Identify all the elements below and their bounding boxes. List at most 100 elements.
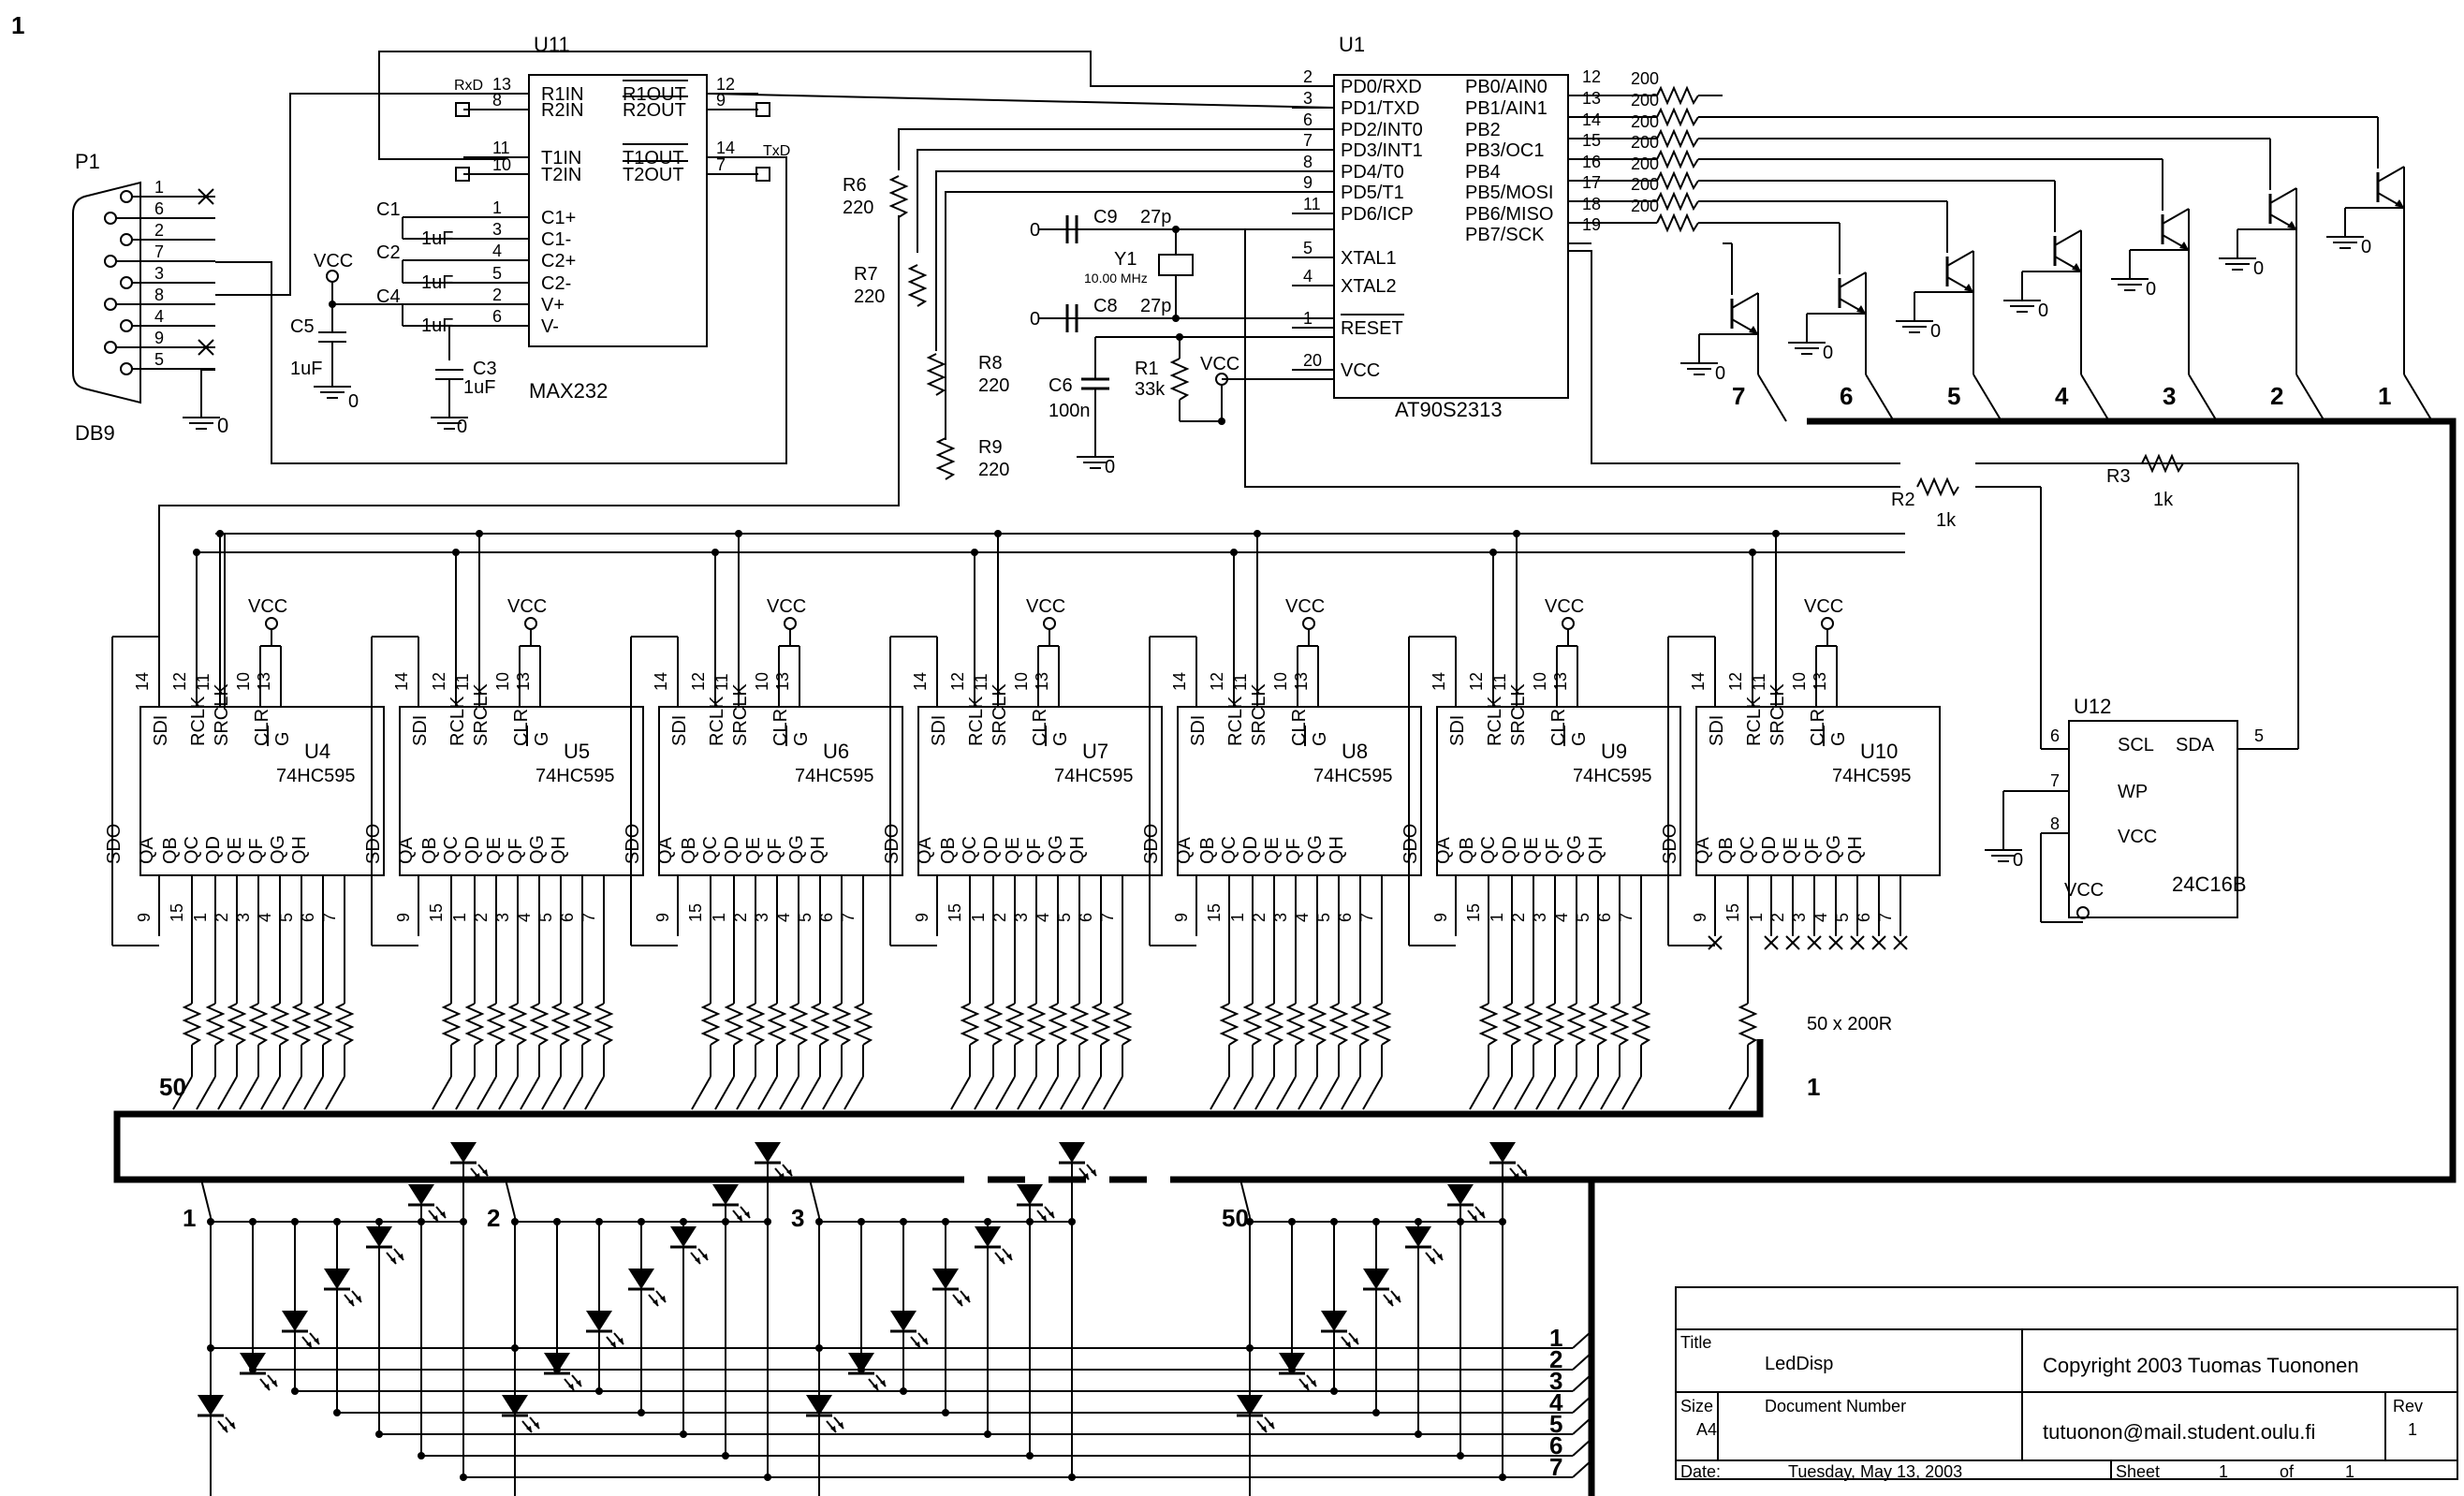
u1-pin-name-1: RESET — [1341, 318, 1403, 339]
u1-pin-6: 6 — [1303, 110, 1313, 129]
sr-vcc-U6: VCC — [767, 596, 806, 617]
sr-pin-name-U4-QA: QA — [137, 836, 157, 864]
u11-pin-14: 14 — [716, 139, 735, 157]
u11-pin-2: 2 — [492, 286, 502, 304]
sr-pin-name-U6-QA: QA — [655, 836, 676, 864]
sr-pin-name-U6-CLR: CLR — [770, 709, 791, 746]
sr-pin-name-U6-QH: QH — [808, 836, 829, 864]
driver-gnd-4: 0 — [2038, 301, 2048, 321]
db9-pin-4 — [120, 319, 133, 332]
u1-pin-name-13: PB1/AIN1 — [1465, 98, 1547, 119]
sr-pin-U5-b2: 2 — [472, 913, 491, 922]
u1-pin-11: 11 — [1303, 195, 1321, 213]
u11-pin-name-2: V+ — [541, 295, 565, 315]
u1-pin-19: 19 — [1582, 215, 1601, 234]
r2-ref: R2 — [1891, 490, 1915, 510]
c6-value: 100n — [1049, 401, 1091, 421]
sr-pin-U4-11: 11 — [194, 673, 213, 691]
u1-res-13: 200 — [1631, 91, 1659, 110]
sr-pin-name-U10-G: G — [1828, 731, 1849, 746]
sr-pin-U8-12: 12 — [1208, 672, 1226, 691]
led-group-label-1: 1 — [183, 1204, 196, 1232]
shift-register-chain: U474HC59514SDI12RCLK11SRCLK10CLR13GVCCSD… — [104, 530, 1941, 1110]
db9-pin-label-6: 6 — [154, 199, 164, 218]
sr-pin-name-U9-SDI: SDI — [1447, 715, 1468, 746]
sr-pin-name-U5-G: G — [532, 731, 552, 746]
sr-ref-U7: U7 — [1082, 740, 1108, 763]
p1-gnd-label: 0 — [217, 414, 228, 437]
sr-pin-U4-b9: 9 — [135, 913, 154, 922]
u1-res-18: 200 — [1631, 197, 1659, 215]
c9-ref: C9 — [1093, 207, 1118, 227]
sr-pin-U9-12: 12 — [1467, 672, 1486, 691]
c9-gnd: 0 — [1030, 220, 1040, 241]
sr-pin-name-U7-QD: QD — [981, 836, 1002, 864]
sr-pin-name-U7-QG: QG — [1046, 835, 1066, 864]
sr-pin-name-U10-QH: QH — [1845, 836, 1866, 864]
sr-pin-name-U10-SDI: SDI — [1707, 715, 1727, 746]
sr-pin-U10-b4: 4 — [1811, 913, 1830, 922]
u1-pin-name-12: PB0/AIN0 — [1465, 77, 1547, 97]
sr-pin-name-U10-SRCLK: SRCLK — [1767, 683, 1788, 746]
sr-pin-U5-13: 13 — [514, 672, 533, 691]
sr-pin-U10-b2: 2 — [1768, 913, 1787, 922]
column-label-2: 2 — [2270, 382, 2283, 410]
sr-pin-name-U10-QG: QG — [1824, 835, 1844, 864]
u12-pin8: 8 — [2050, 814, 2060, 833]
db9-pin-label-2: 2 — [154, 221, 164, 240]
sr-pin-U9-10: 10 — [1531, 672, 1549, 691]
sr-pin-U8-10: 10 — [1271, 672, 1290, 691]
sr-pin-name-U7-QH: QH — [1067, 836, 1088, 864]
sr-pin-U5-b4: 4 — [515, 913, 534, 922]
sr-pin-name-U10-QD: QD — [1759, 836, 1780, 864]
cap-val-C1: 1uF — [421, 228, 453, 249]
sr-pin-name-U6-SDO: SDO — [623, 824, 643, 864]
res-ref-R9: R9 — [978, 437, 1003, 458]
rev-label: Rev — [2393, 1397, 2423, 1415]
sr-vcc-U4: VCC — [248, 596, 287, 617]
c6-gnd: 0 — [1105, 457, 1115, 477]
row-label-1: 1 — [1549, 1324, 1562, 1352]
sr-pin-U6-b1: 1 — [710, 913, 728, 922]
u11-pin-name-11: T1IN — [541, 148, 581, 169]
sr-pin-name-U9-QE: QE — [1521, 837, 1542, 864]
u1-pin-name-20: VCC — [1341, 360, 1380, 381]
sr-pin-name-U9-QA: QA — [1433, 836, 1454, 864]
cap-val-C5: 1uF — [290, 359, 322, 379]
sr-part-U8: 74HC595 — [1313, 766, 1393, 786]
y1-ref: Y1 — [1114, 249, 1137, 270]
u1-pin-name-18: PB6/MISO — [1465, 204, 1553, 225]
sr-pin-name-U10-SDO: SDO — [1660, 824, 1680, 864]
sr-pin-U9-b3: 3 — [1531, 913, 1549, 922]
u1-pin-9: 9 — [1303, 173, 1313, 192]
sr-pin-name-U10-QE: QE — [1781, 837, 1801, 864]
sr-pin-name-U6-QC: QC — [700, 836, 721, 864]
db9-pin-6 — [104, 212, 117, 225]
sr-pin-name-U5-SRCLK: SRCLK — [471, 683, 491, 746]
sr-pin-U8-b7: 7 — [1357, 913, 1376, 922]
title-label: Title — [1680, 1333, 1711, 1352]
driver-gnd-1: 0 — [2361, 237, 2371, 257]
sr-pin-U8-14: 14 — [1170, 672, 1189, 691]
sr-pin-name-U4-QF: QF — [246, 838, 267, 864]
sr-pin-name-U9-QD: QD — [1500, 836, 1520, 864]
sr-pin-name-U4-QB: QB — [160, 837, 181, 864]
sr-pin-name-U5-CLR: CLR — [511, 709, 532, 746]
sr-pin-U10-14: 14 — [1689, 672, 1708, 691]
sr-pin-name-U7-QF: QF — [1024, 838, 1045, 864]
shift-register-U7: U774HC59514SDI12RCLK11SRCLK10CLR13GVCCSD… — [882, 530, 1163, 1110]
u11-pin-8: 8 — [492, 91, 502, 110]
sr-pin-U6-b15: 15 — [686, 903, 705, 922]
cap-ref-C5: C5 — [290, 316, 315, 337]
u1-pin-name-17: PB5/MOSI — [1465, 183, 1553, 203]
db9-pin-2 — [120, 233, 133, 246]
sr-pin-name-U8-QD: QD — [1240, 836, 1261, 864]
sr-pin-U8-b4: 4 — [1293, 913, 1312, 922]
column-label-6: 6 — [1840, 382, 1853, 410]
u11-pin-name-8: R2IN — [541, 100, 584, 121]
bus-label-left: 50 — [159, 1073, 186, 1101]
db9-pin-label-5: 5 — [154, 350, 164, 369]
sr-vcc-U9: VCC — [1545, 596, 1584, 617]
